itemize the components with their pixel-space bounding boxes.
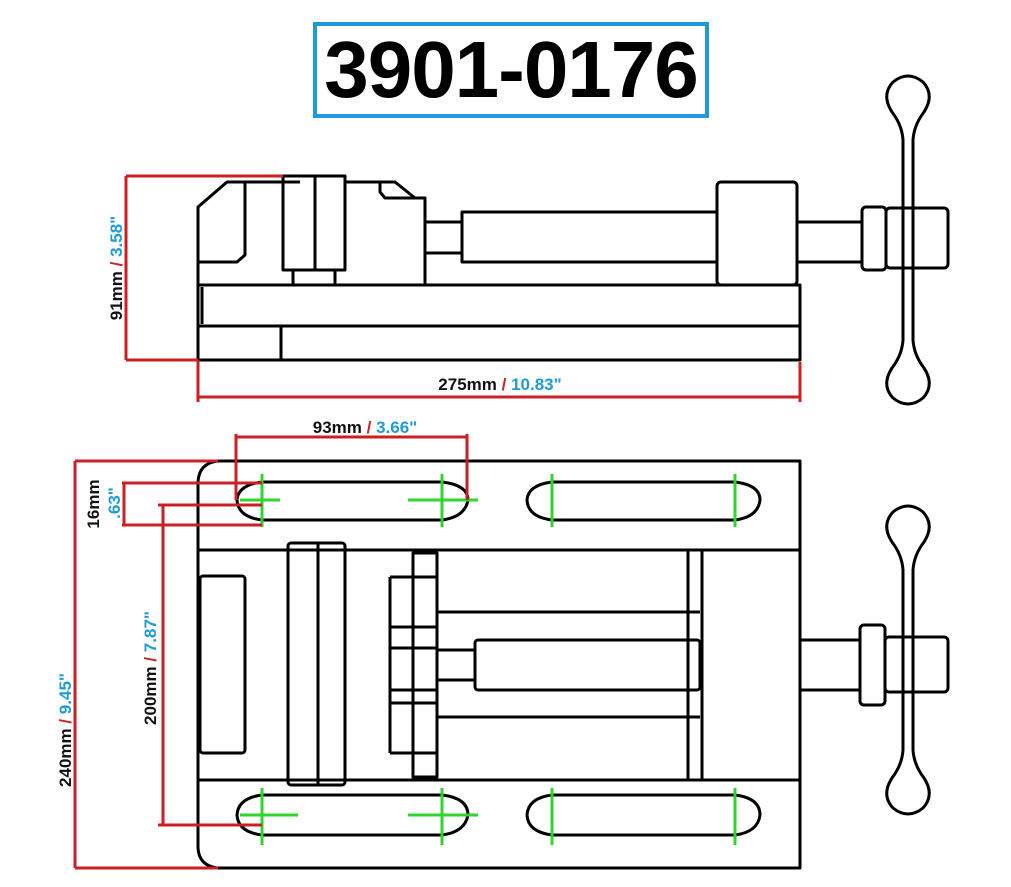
screw-rod: [460, 210, 719, 264]
part-number-box: 3901-0176: [313, 22, 709, 118]
handwheel-handle-top: [885, 504, 931, 816]
slot-spacing-mm: 93mm: [313, 418, 362, 437]
hole-spacing-mm: 200mm: [141, 666, 160, 725]
height-in: 3.58": [107, 216, 126, 257]
part-number: 3901-0176: [324, 25, 699, 114]
length-separator: /: [497, 375, 511, 394]
hub: [860, 205, 888, 272]
side-view: [196, 74, 950, 406]
hole-spacing-label: 200mm / 7.87": [141, 611, 160, 725]
nut: [884, 206, 950, 270]
screw-neck-top: [435, 648, 477, 682]
hole-spacing-separator: /: [141, 652, 160, 666]
center-marks: [240, 474, 737, 845]
end-block: [715, 180, 799, 287]
width-in: 9.45": [56, 673, 75, 714]
center-mark-crosses: [240, 474, 737, 845]
screw-neck: [423, 220, 464, 255]
hub-top: [858, 623, 887, 707]
length-in: 10.83": [511, 375, 562, 394]
side-base: [196, 283, 802, 362]
slot-width-mm-label: 16mm: [84, 479, 103, 528]
width-separator: /: [56, 714, 75, 728]
length-label: 275mm / 10.83": [438, 375, 561, 394]
slot-width-in-label: .63": [105, 487, 124, 519]
fixed-jaw-top: [198, 574, 247, 755]
width-mm: 240mm: [56, 728, 75, 787]
top-dimensions: 93mm / 3.66" 240mm / 9.45" 16mm .63" 200…: [56, 418, 469, 870]
slot-spacing-separator: /: [362, 418, 376, 437]
side-dimensions: 91mm / 3.58" 275mm / 10.83": [107, 174, 802, 402]
jaw-foot: [291, 268, 337, 287]
handwheel-handle: [885, 74, 931, 406]
mount-slot: [525, 480, 762, 522]
shaft-top: [798, 638, 862, 692]
shaft: [795, 220, 864, 264]
slot-spacing-in: 3.66": [376, 418, 417, 437]
nut-top: [883, 635, 950, 694]
slot-spacing-label: 93mm / 3.66": [313, 418, 417, 437]
width-label: 240mm / 9.45": [56, 673, 75, 787]
moving-jaw-body: [345, 180, 427, 285]
height-mm: 91mm: [107, 271, 126, 320]
height-separator: /: [107, 257, 126, 271]
mount-slot: [525, 793, 762, 837]
height-label: 91mm / 3.58": [107, 216, 126, 320]
hole-spacing-in: 7.87": [141, 611, 160, 652]
top-view: [196, 459, 950, 870]
screw-rod-top: [473, 638, 702, 692]
length-mm: 275mm: [438, 375, 497, 394]
jaw-block: [388, 551, 439, 779]
fixed-jaw-body: [196, 180, 300, 285]
